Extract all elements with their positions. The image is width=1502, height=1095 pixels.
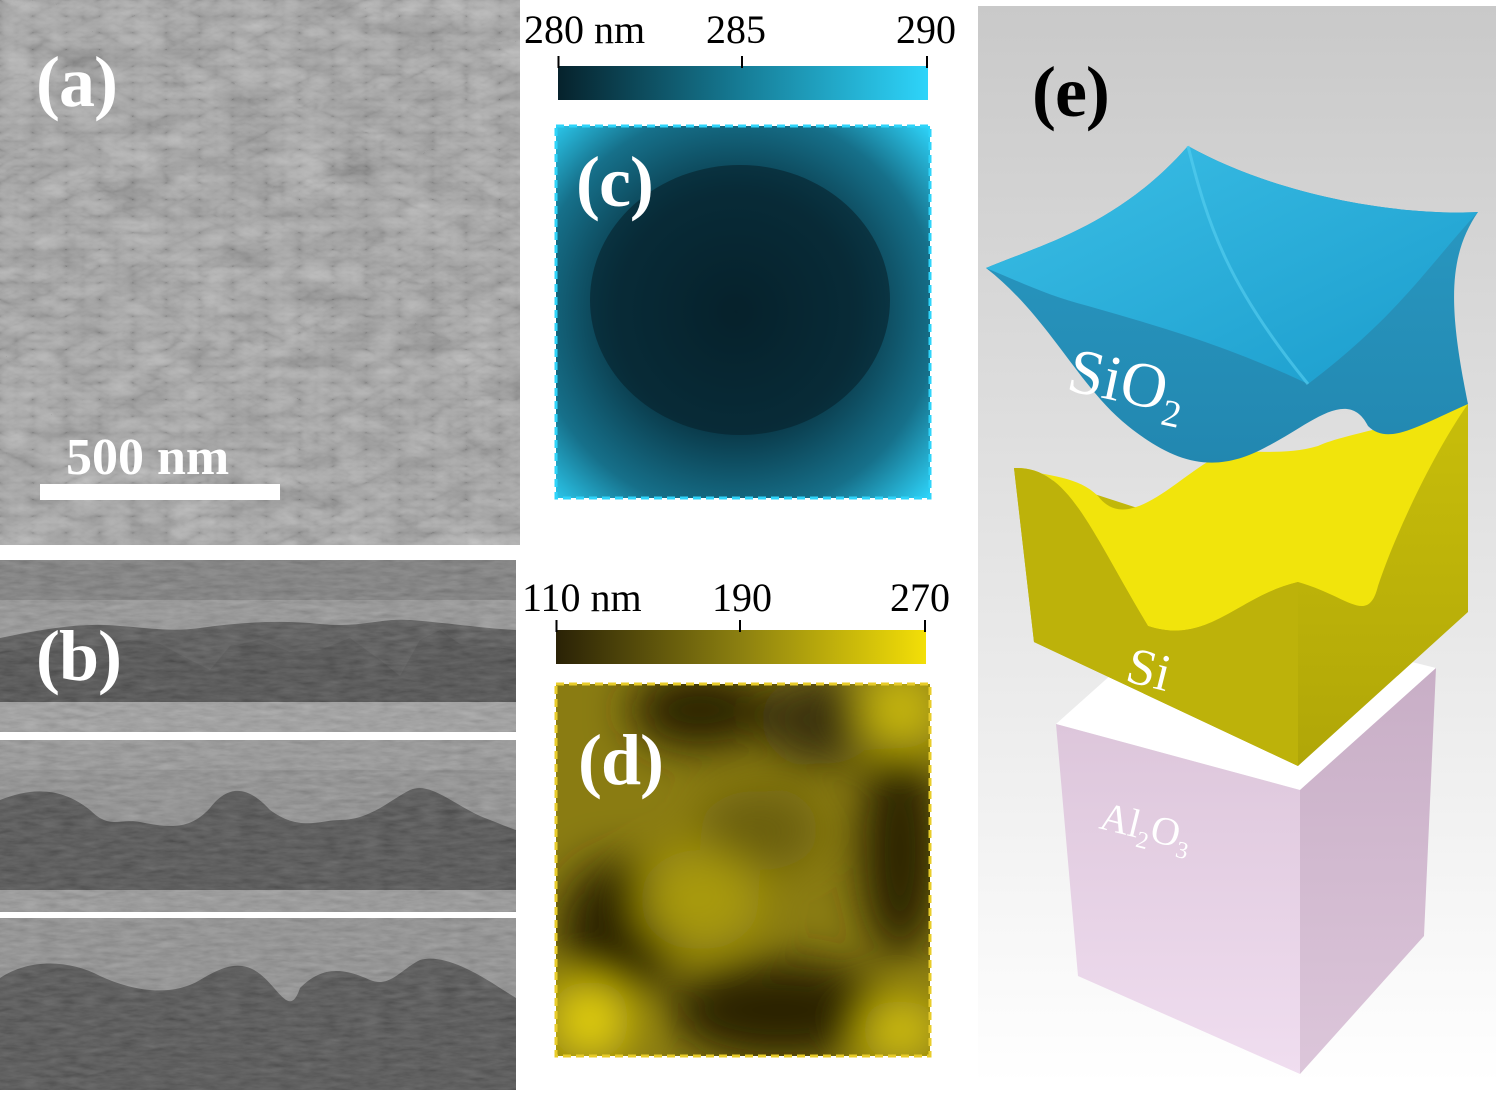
panel-label-d: (d): [578, 720, 664, 800]
colorbar-d-max-label: 270: [890, 575, 950, 620]
colorbar-c-mid-label: 285: [706, 7, 766, 52]
panel-label-e: (e): [1032, 52, 1110, 132]
layer-stack-illustration: [978, 6, 1496, 1084]
colorbar-d-mid-label: 190: [712, 575, 772, 620]
colorbar-d-min-label: 110 nm: [522, 575, 642, 620]
sio2-layer: [986, 145, 1478, 463]
thickness-map-si: [554, 620, 932, 1058]
panel-e: (e) SiO2 Si Al2O3: [978, 6, 1496, 1084]
colorbar-d: [556, 630, 926, 664]
colorbar-c: [558, 66, 928, 100]
thickness-map-sio2: [554, 56, 932, 500]
panel-label-a: (a): [36, 42, 118, 122]
cross-section-strip-2: [0, 740, 516, 912]
colorbar-c-max-label: 290: [896, 7, 956, 52]
scale-bar-label: 500 nm: [66, 429, 230, 486]
panel-d: 110 nm 190 270: [520, 560, 980, 1090]
sem-cross-section-images: [0, 560, 516, 1090]
scale-bar: [40, 484, 280, 500]
panel-label-c: (c): [576, 142, 654, 222]
panel-a: (a) 500 nm: [0, 0, 520, 545]
cross-section-strip-1: [0, 560, 516, 732]
panel-c: 280 nm 285 290 (c): [520, 0, 980, 545]
panel-b: (b): [0, 560, 520, 1090]
cross-section-strip-3: [0, 918, 516, 1090]
sem-top-view-image: [0, 0, 520, 545]
panel-label-b: (b): [36, 616, 122, 696]
colorbar-c-min-label: 280 nm: [524, 7, 646, 52]
si-layer: [1014, 404, 1468, 766]
